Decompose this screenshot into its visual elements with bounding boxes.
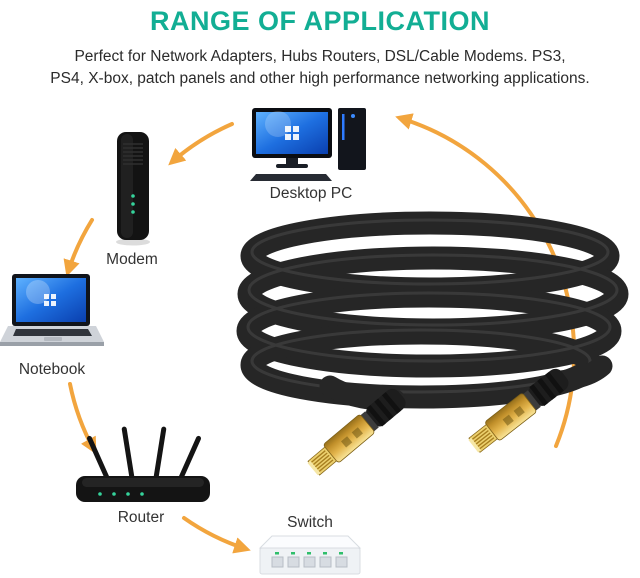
- arc-modem-to-notebook: [63, 218, 94, 277]
- device-notebook: Notebook: [0, 272, 104, 379]
- page-title: RANGE OF APPLICATION: [150, 6, 490, 36]
- device-switch: Switch: [256, 514, 364, 577]
- cable-coil-highlight: [246, 218, 619, 394]
- switch-icon: [258, 535, 362, 575]
- ethernet-cable: [236, 211, 629, 479]
- notebook-label: Notebook: [18, 361, 86, 378]
- subtitle-line-2: PS4, X-box, patch panels and other high …: [50, 70, 590, 88]
- router-icon: [76, 426, 210, 502]
- arc-desktop-to-modem: [168, 122, 234, 166]
- device-desktop-pc: Desktop PC: [250, 104, 372, 203]
- desktop-pc-label: Desktop PC: [269, 185, 353, 202]
- arc-router-to-switch: [182, 516, 251, 554]
- notebook-icon: [0, 274, 104, 346]
- page-subtitle: Perfect for Network Adapters, Hubs Route…: [0, 46, 640, 91]
- subtitle-line-1: Perfect for Network Adapters, Hubs Route…: [74, 48, 566, 65]
- modem-icon: [116, 132, 150, 246]
- switch-label: Switch: [287, 514, 333, 531]
- router-label: Router: [117, 509, 165, 526]
- header: RANGE OF APPLICATION Perfect for Network…: [0, 6, 640, 91]
- desktop-pc-icon: [250, 108, 366, 181]
- device-router: Router: [70, 418, 212, 527]
- modem-label: Modem: [106, 251, 158, 268]
- device-modem: Modem: [100, 130, 164, 269]
